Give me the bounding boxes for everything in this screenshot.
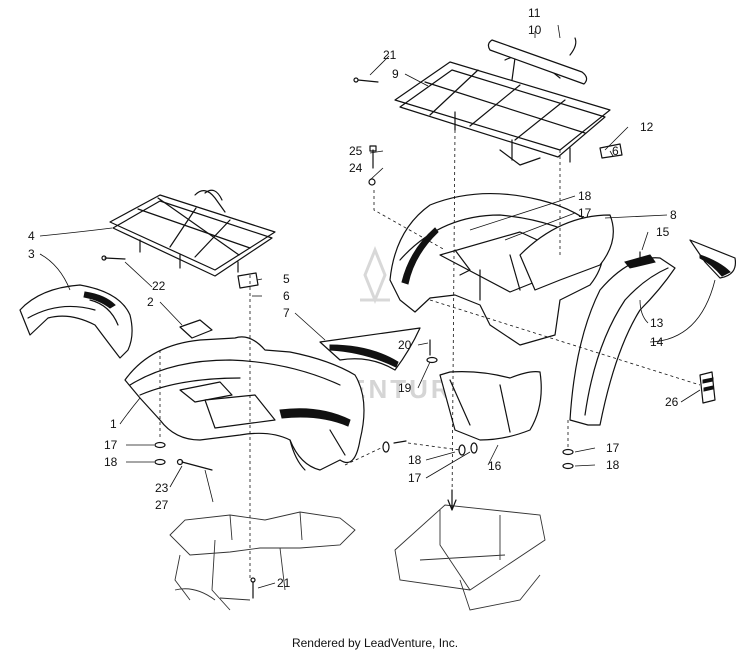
decal-part xyxy=(319,327,421,371)
left-rack xyxy=(109,189,276,277)
left-rear-fender xyxy=(124,336,365,471)
decal-stripe xyxy=(329,344,399,368)
callout-21-top: 21 xyxy=(383,48,397,62)
callout-4: 4 xyxy=(28,229,35,243)
block-part-left xyxy=(237,272,259,289)
callout-12: 12 xyxy=(640,120,654,134)
side-panel-part xyxy=(519,214,614,291)
callout-9: 9 xyxy=(392,67,399,81)
callout-13: 13 xyxy=(650,316,664,330)
callout-10: 10 xyxy=(528,23,542,37)
callout-8: 8 xyxy=(670,208,677,222)
callout-23: 23 xyxy=(155,481,169,495)
callout-27: 27 xyxy=(155,498,169,512)
right-frame xyxy=(394,504,546,611)
callout-18-left: 18 xyxy=(104,455,118,469)
block-part-right xyxy=(599,143,623,159)
callout-17-mid: 17 xyxy=(408,471,422,485)
right-fender-flare xyxy=(569,254,676,426)
right-rack xyxy=(394,55,611,166)
callout-11: 11 xyxy=(528,6,541,20)
callout-24: 24 xyxy=(349,161,363,175)
tube-part xyxy=(487,39,588,85)
leader-lines xyxy=(39,24,716,589)
callout-6-left: 6 xyxy=(283,289,290,303)
callout-25: 25 xyxy=(349,144,363,158)
callout-2: 2 xyxy=(147,295,154,309)
cord-part xyxy=(569,37,577,56)
callout-19: 19 xyxy=(398,381,412,395)
decal-small-stripes xyxy=(702,377,714,392)
callout-21-bottom: 21 xyxy=(277,576,291,590)
callout-3: 3 xyxy=(28,247,35,261)
callout-15: 15 xyxy=(656,225,670,239)
callout-17-right: 17 xyxy=(606,441,620,455)
callout-18-right: 18 xyxy=(606,458,620,472)
callout-16: 16 xyxy=(488,459,502,473)
mud-flap xyxy=(439,371,542,441)
left-frame xyxy=(169,511,356,611)
callout-18-mid: 18 xyxy=(408,453,422,467)
callout-20: 20 xyxy=(398,338,412,352)
callout-17-top: 17 xyxy=(578,206,592,220)
left-fender xyxy=(19,284,133,359)
callout-17-left: 17 xyxy=(104,438,118,452)
callout-18-top: 18 xyxy=(578,189,592,203)
callout-22: 22 xyxy=(152,279,166,293)
callout-14: 14 xyxy=(650,335,664,349)
callout-26: 26 xyxy=(665,395,679,409)
callout-6-right: 6 xyxy=(612,144,619,158)
callout-5: 5 xyxy=(283,272,290,286)
callout-7: 7 xyxy=(283,306,290,320)
callout-1: 1 xyxy=(110,417,117,431)
hardware xyxy=(101,77,574,599)
footer-credit: Rendered by LeadVenture, Inc. xyxy=(291,636,459,650)
pad-part xyxy=(179,319,213,339)
right-small-decal-shade xyxy=(699,254,731,277)
alignment-lines xyxy=(159,129,701,580)
callout-labels: 4 3 22 2 5 6 7 1 17 18 23 27 21 21 9 11 … xyxy=(28,6,679,590)
